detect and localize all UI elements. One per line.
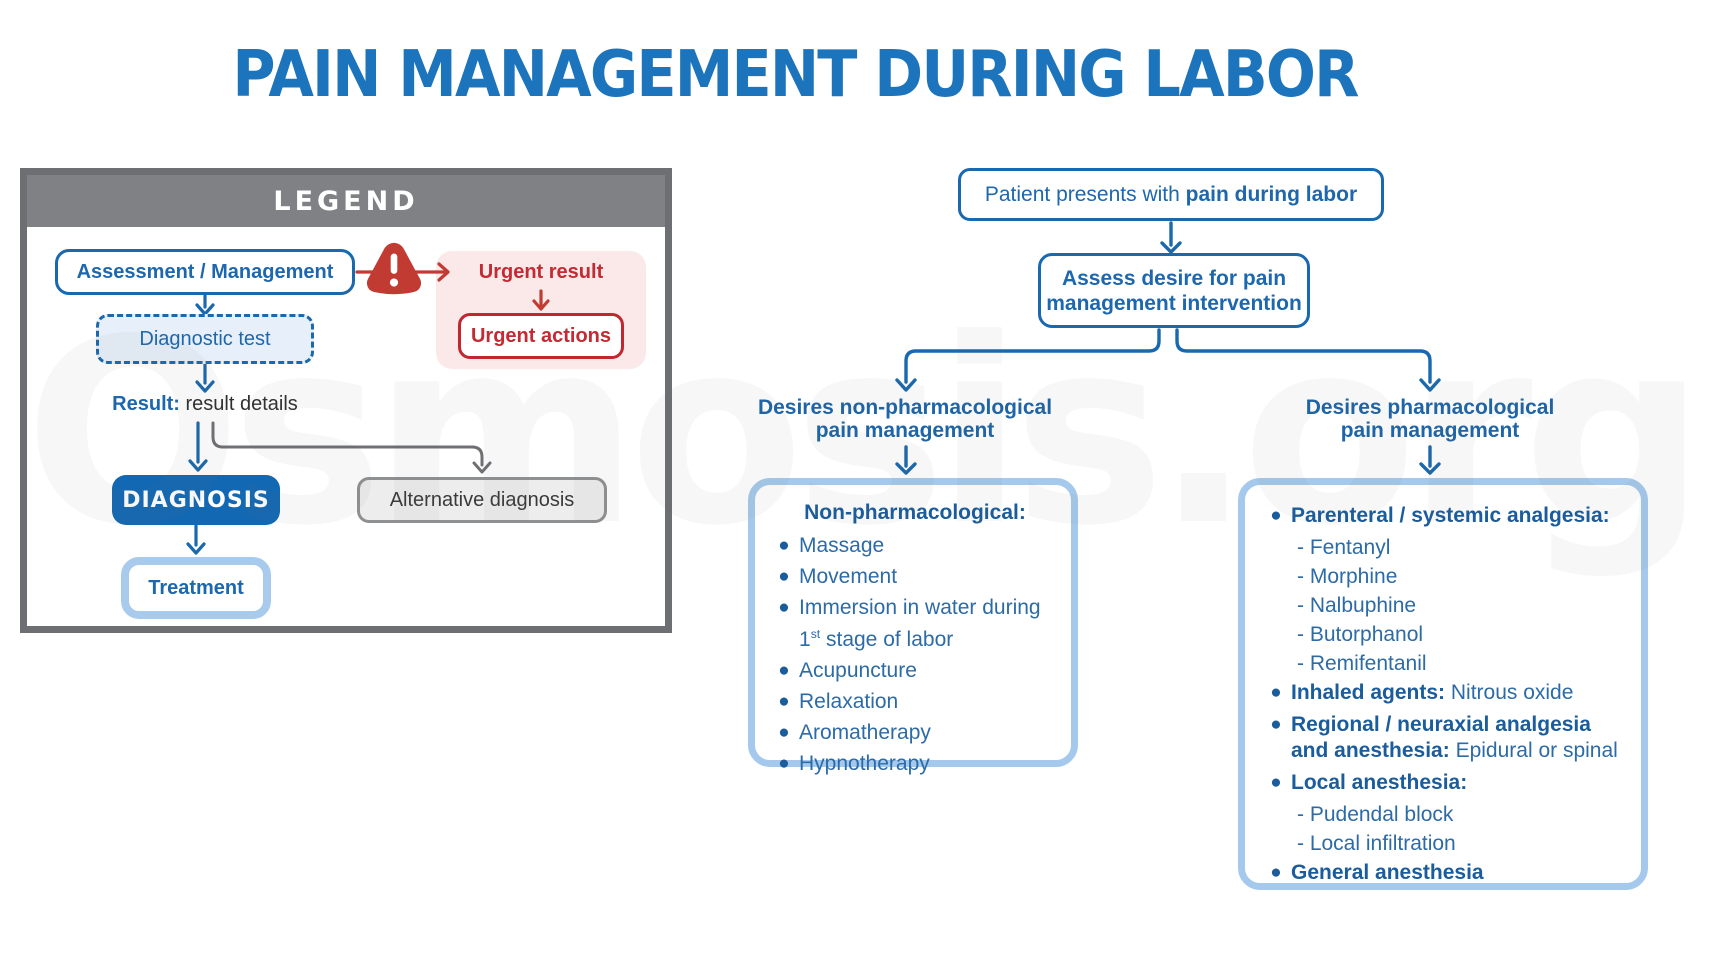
list-item: ● Regional / neuraxial analgesia and anes… [1261,712,1631,764]
legend-header: LEGEND [27,175,665,227]
list-item-text: Local anesthesia: [1291,771,1468,794]
assessment-label: Assessment / Management [76,260,334,283]
legend-assessment-box: Assessment / Management [55,249,355,295]
list-item: ● Relaxation [769,689,1061,715]
treatment-box: Treatment [121,557,271,619]
diagnostic-test-box: Diagnostic test [96,314,314,364]
bullet-icon: ● [1270,682,1282,703]
nonpharm-options-box: Non-pharmacological: ● Massage ● Movement ● I… [748,478,1078,775]
list-item-text: Aromatherapy [799,721,931,744]
urgent-actions-box: Urgent actions [458,313,624,359]
branch-label-pharm-line2: pain management [1340,419,1520,442]
branch-label-pharm: Desires pharmacological pain management [1265,396,1595,442]
branch-label-nonpharm: Desires non-pharmacological pain managem… [739,396,1071,442]
diagnosis-box: DIAGNOSIS [112,475,280,525]
list-item-text: General anesthesia [1291,861,1484,884]
diagnostic-test-label: Diagnostic test [139,327,271,350]
assess-line1: Assess desire for pain [1061,266,1287,290]
pharm-options-box: ● Parenteral / systemic analgesia: - Fenta… [1238,478,1648,890]
patient-presents-bold: pain during labor [1185,182,1358,206]
urgent-result-label: Urgent result [478,261,604,283]
sub-list-item: - Pudendal block [1297,803,1454,826]
list-item-text: Inhaled agents: Nitrous oxide [1291,681,1574,704]
diagnosis-label: DIAGNOSIS [122,487,270,513]
bullet-icon: ● [778,753,790,774]
list-item: ● Hypnotherapy [769,751,1061,777]
legend-title: LEGEND [273,185,419,217]
list-item: ● Acupuncture [769,658,1061,684]
list-item-text: Regional / neuraxial analgesia and anest… [1291,713,1618,762]
result-label: Result: [112,393,180,415]
list-item-text: Hypnotherapy [799,752,930,775]
nonpharm-list-title: Non-pharmacological: [804,501,1026,524]
list-item: ● Aromatherapy [769,720,1061,746]
list-item: ● Local anesthesia: [1261,770,1631,796]
bullet-icon: ● [778,566,790,587]
pharm-list: ● Parenteral / systemic analgesia: - Fenta… [1261,503,1631,886]
bullet-icon: ● [778,691,790,712]
list-item-text: Parenteral / systemic analgesia: [1291,504,1610,527]
list-item: ● Movement [769,564,1061,590]
list-item-text: Movement [799,565,898,588]
list-item: ● General anesthesia [1261,860,1631,886]
list-item-text: Massage [799,534,885,557]
sub-list-item: - Fentanyl [1297,536,1391,559]
nonpharm-list: ● Massage ● Movement ● Immersion in water dur… [769,533,1061,777]
sub-list-item: - Nalbuphine [1297,594,1417,617]
list-item-text: Acupuncture [799,659,917,682]
branch-label-pharm-line1: Desires pharmacological [1305,396,1555,419]
list-item: ● Massage [769,533,1061,559]
sub-list-item: - Butorphanol [1297,623,1424,646]
patient-presents-text: Patient presents with [984,182,1186,206]
sub-list-item: - Local infiltration [1297,832,1456,855]
bullet-icon: ● [1270,862,1282,883]
urgent-actions-label: Urgent actions [470,324,612,347]
warning-icon [366,242,422,295]
list-item-text: Immersion in water during 1st stage of l… [799,596,1041,651]
result-value: result details [179,393,298,415]
branch-label-nonpharm-line1: Desires non-pharmacological [757,396,1053,419]
patient-presents-box: Patient presents with pain during labor [958,168,1384,221]
bullet-icon: ● [1270,714,1282,735]
assess-desire-box: Assess desire for pain management interv… [1038,253,1310,328]
branch-label-nonpharm-line2: pain management [815,419,995,442]
legend-body: Assessment / Management Urgent result Ur… [27,227,665,633]
treatment-label: Treatment [148,576,244,599]
bullet-icon: ● [778,597,790,618]
assess-line2: management intervention [1046,291,1302,315]
alternative-diagnosis-box: Alternative diagnosis [357,477,607,523]
list-item-text: Relaxation [799,690,899,713]
result-line: Result: result details [55,393,355,416]
page-title: PAIN MANAGEMENT DURING LABOR [232,38,1359,112]
list-item: ● Parenteral / systemic analgesia: [1261,503,1631,529]
legend-panel: LEGEND [20,168,672,633]
alternative-diagnosis-label: Alternative diagnosis [389,488,575,511]
bullet-icon: ● [778,535,790,556]
list-item: ● Inhaled agents: Nitrous oxide [1261,680,1631,706]
bullet-icon: ● [1270,772,1282,793]
bullet-icon: ● [778,660,790,681]
bullet-icon: ● [778,722,790,743]
bullet-icon: ● [1270,505,1282,526]
list-item: ● Immersion in water during 1st stage of … [769,595,1061,653]
sub-list-item: - Remifentanil [1297,652,1427,675]
sub-list-item: - Morphine [1297,565,1398,588]
